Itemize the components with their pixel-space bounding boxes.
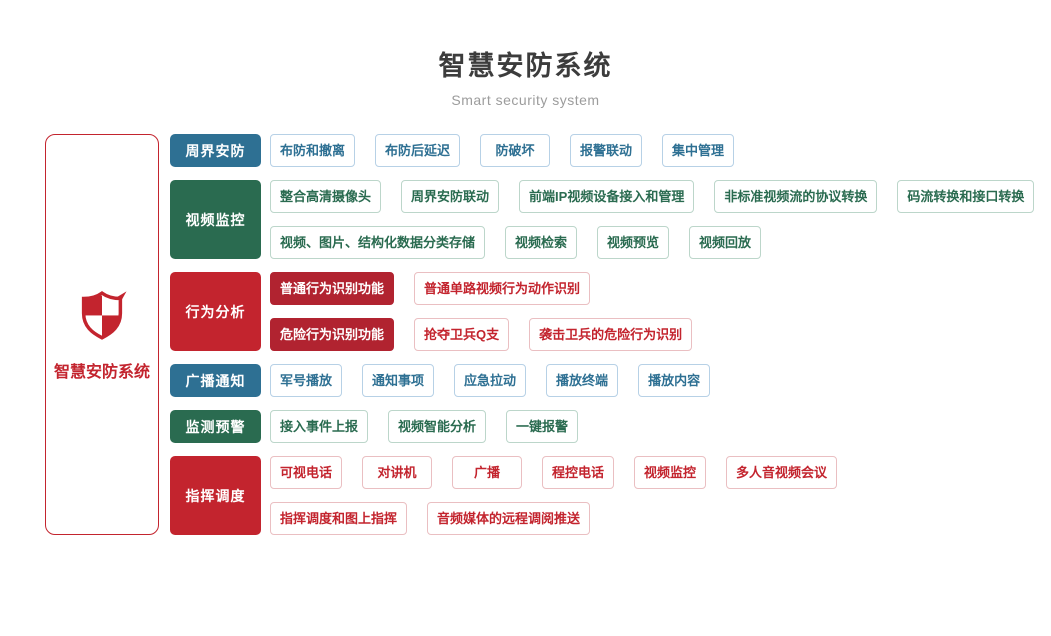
feature-item: 军号播放 bbox=[270, 364, 343, 397]
feature-item: 报警联动 bbox=[570, 134, 643, 167]
feature-item: 布防和撤离 bbox=[270, 134, 356, 167]
category-block: 视频监控 bbox=[170, 180, 261, 259]
feature-item: 整合高清摄像头 bbox=[270, 180, 382, 213]
feature-item: 视频回放 bbox=[689, 226, 762, 259]
shield-icon bbox=[81, 290, 127, 340]
feature-item: 视频、图片、结构化数据分类存储 bbox=[270, 226, 486, 259]
feature-item: 应急拉动 bbox=[454, 364, 527, 397]
page-subtitle: Smart security system bbox=[451, 92, 600, 108]
feature-item-filled: 危险行为识别功能 bbox=[270, 318, 395, 351]
feature-item: 可视电话 bbox=[270, 456, 343, 489]
feature-item: 多人音视频会议 bbox=[726, 456, 838, 489]
category-block: 行为分析 bbox=[170, 272, 261, 351]
feature-line: 指挥调度和图上指挥音频媒体的远程调阅推送 bbox=[270, 502, 837, 535]
feature-line: 危险行为识别功能抢夺卫兵Q支袭击卫兵的危险行为识别 bbox=[270, 318, 693, 351]
feature-line: 可视电话对讲机广播程控电话视频监控多人音视频会议 bbox=[270, 456, 838, 489]
feature-row: 行为分析普通行为识别功能普通单路视频行为动作识别危险行为识别功能抢夺卫兵Q支袭击… bbox=[170, 272, 1034, 351]
feature-line: 接入事件上报视频智能分析一键报警 bbox=[270, 410, 579, 443]
feature-item: 接入事件上报 bbox=[270, 410, 369, 443]
feature-item: 袭击卫兵的危险行为识别 bbox=[529, 318, 693, 351]
category-block: 周界安防 bbox=[170, 134, 261, 167]
feature-item: 周界安防联动 bbox=[401, 180, 500, 213]
feature-lines: 军号播放通知事项应急拉动播放终端播放内容 bbox=[270, 364, 711, 397]
feature-item: 视频预览 bbox=[597, 226, 670, 259]
feature-item: 普通单路视频行为动作识别 bbox=[414, 272, 591, 305]
feature-item: 集中管理 bbox=[662, 134, 735, 167]
diagram: 智慧安防系统 周界安防布防和撤离布防后延迟防破坏报警联动集中管理视频监控整合高清… bbox=[45, 134, 1051, 535]
feature-item-filled: 普通行为识别功能 bbox=[270, 272, 395, 305]
feature-row: 指挥调度可视电话对讲机广播程控电话视频监控多人音视频会议指挥调度和图上指挥音频媒… bbox=[170, 456, 1034, 535]
page-header: 智慧安防系统 Smart security system bbox=[0, 0, 1051, 108]
feature-row: 广播通知军号播放通知事项应急拉动播放终端播放内容 bbox=[170, 364, 1034, 397]
feature-line: 整合高清摄像头周界安防联动前端IP视频设备接入和管理非标准视频流的协议转换码流转… bbox=[270, 180, 1035, 213]
feature-item: 通知事项 bbox=[362, 364, 435, 397]
feature-lines: 接入事件上报视频智能分析一键报警 bbox=[270, 410, 579, 443]
feature-lines: 普通行为识别功能普通单路视频行为动作识别危险行为识别功能抢夺卫兵Q支袭击卫兵的危… bbox=[270, 272, 693, 351]
root-label: 智慧安防系统 bbox=[53, 364, 150, 381]
feature-item: 播放终端 bbox=[546, 364, 619, 397]
category-block: 广播通知 bbox=[170, 364, 261, 397]
feature-item: 视频监控 bbox=[634, 456, 707, 489]
feature-item: 前端IP视频设备接入和管理 bbox=[519, 180, 695, 213]
feature-item: 一键报警 bbox=[506, 410, 579, 443]
rows: 周界安防布防和撤离布防后延迟防破坏报警联动集中管理视频监控整合高清摄像头周界安防… bbox=[170, 134, 1035, 535]
feature-item: 布防后延迟 bbox=[375, 134, 461, 167]
feature-line: 普通行为识别功能普通单路视频行为动作识别 bbox=[270, 272, 692, 305]
feature-lines: 可视电话对讲机广播程控电话视频监控多人音视频会议指挥调度和图上指挥音频媒体的远程… bbox=[270, 456, 838, 535]
category-block: 指挥调度 bbox=[170, 456, 261, 535]
feature-item: 音频媒体的远程调阅推送 bbox=[427, 502, 591, 535]
feature-item: 码流转换和接口转换 bbox=[897, 180, 1035, 213]
feature-row: 视频监控整合高清摄像头周界安防联动前端IP视频设备接入和管理非标准视频流的协议转… bbox=[170, 180, 1035, 259]
feature-item: 广播 bbox=[452, 456, 523, 489]
feature-lines: 布防和撤离布防后延迟防破坏报警联动集中管理 bbox=[270, 134, 735, 167]
feature-row: 周界安防布防和撤离布防后延迟防破坏报警联动集中管理 bbox=[170, 134, 1034, 167]
feature-line: 军号播放通知事项应急拉动播放终端播放内容 bbox=[270, 364, 711, 397]
feature-item: 防破坏 bbox=[480, 134, 551, 167]
feature-line: 布防和撤离布防后延迟防破坏报警联动集中管理 bbox=[270, 134, 735, 167]
feature-item: 抢夺卫兵Q支 bbox=[414, 318, 510, 351]
root-node: 智慧安防系统 bbox=[45, 134, 159, 535]
feature-lines: 整合高清摄像头周界安防联动前端IP视频设备接入和管理非标准视频流的协议转换码流转… bbox=[270, 180, 1035, 259]
feature-line: 视频、图片、结构化数据分类存储视频检索视频预览视频回放 bbox=[270, 226, 1034, 259]
page-title: 智慧安防系统 bbox=[438, 51, 613, 81]
feature-item: 播放内容 bbox=[638, 364, 711, 397]
feature-item: 指挥调度和图上指挥 bbox=[270, 502, 408, 535]
feature-item: 视频检索 bbox=[505, 226, 578, 259]
feature-item: 程控电话 bbox=[542, 456, 615, 489]
feature-item: 视频智能分析 bbox=[388, 410, 487, 443]
feature-item: 非标准视频流的协议转换 bbox=[714, 180, 878, 213]
feature-item: 对讲机 bbox=[362, 456, 433, 489]
category-block: 监测预警 bbox=[170, 410, 261, 443]
feature-row: 监测预警接入事件上报视频智能分析一键报警 bbox=[170, 410, 1034, 443]
